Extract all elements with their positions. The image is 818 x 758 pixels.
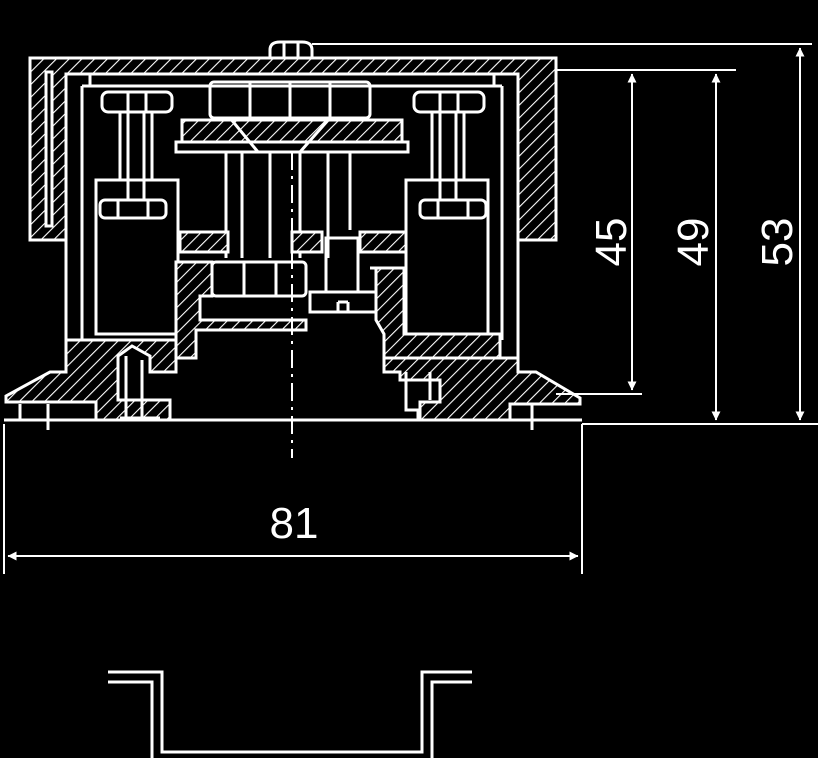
dim-45-label: 45: [587, 218, 636, 267]
mid-crossbar: [290, 230, 324, 254]
left-clamp-body: [94, 178, 180, 336]
latch-left: [120, 356, 160, 420]
foot-left: [4, 338, 178, 422]
left-crossbar: [178, 230, 230, 254]
lower-nut: [210, 260, 308, 298]
base-left: [174, 260, 308, 360]
din-rail-profile: [108, 670, 472, 758]
latch-right: [404, 372, 432, 420]
center-shaft: [224, 152, 352, 258]
base-right: [370, 266, 502, 360]
right-clamp-screw: [412, 90, 486, 180]
dim-53-label: 53: [753, 218, 802, 267]
terminal-block-section: [4, 40, 582, 430]
dim-49-label: 49: [669, 218, 718, 267]
cover-screw: [268, 40, 314, 58]
dimension-lines: [3, 43, 818, 574]
inner-frame: [64, 74, 520, 360]
center-bridge: [174, 80, 410, 154]
left-clamp-screw: [100, 90, 174, 180]
right-small-nut: [308, 236, 378, 314]
right-clamp-body: [404, 178, 490, 336]
right-crossbar: [358, 230, 408, 254]
dim-81-label: 81: [270, 499, 319, 548]
